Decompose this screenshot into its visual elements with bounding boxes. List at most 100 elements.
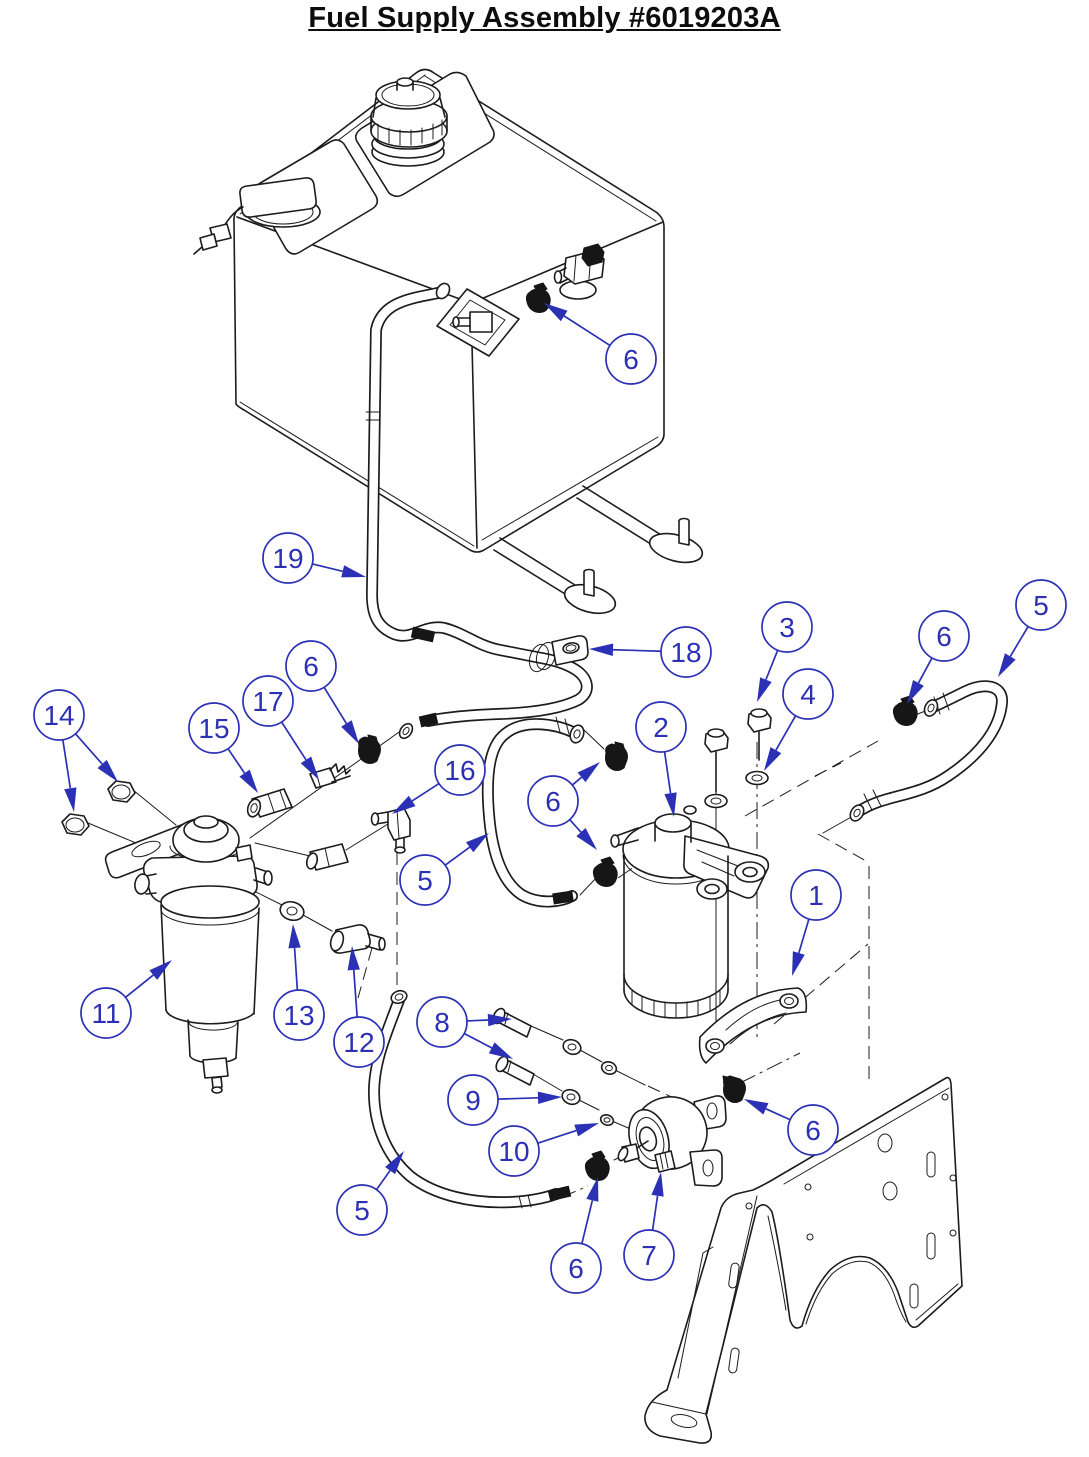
callout-number: 2 — [653, 712, 669, 743]
leader-arrowhead — [300, 756, 319, 780]
callout-number: 19 — [272, 543, 303, 574]
leader-line — [375, 1170, 391, 1191]
leader-line — [1009, 626, 1029, 657]
callout-12: 12 — [333, 946, 385, 1068]
leader-arrowhead — [757, 677, 772, 702]
leader-arrowhead — [465, 833, 489, 853]
title-bar: Fuel Supply Assembly #6019203A — [0, 2, 1089, 35]
callout-circle — [336, 1184, 388, 1236]
callout-number: 6 — [805, 1115, 821, 1146]
leader-line — [293, 947, 299, 991]
leader-line — [581, 1200, 594, 1244]
callout-circle — [447, 1074, 499, 1126]
callout-17: 17 — [242, 675, 319, 780]
callout-number: 7 — [641, 1240, 657, 1271]
callout-number: 5 — [1033, 590, 1049, 621]
leader-arrowhead — [544, 303, 568, 322]
fuel-pump-group — [492, 1007, 746, 1187]
callout-number: 6 — [936, 621, 952, 652]
leader-arrowhead — [577, 762, 600, 783]
callout-number: 11 — [91, 998, 120, 1029]
callout-3: 3 — [757, 601, 813, 702]
leader-line — [497, 1096, 539, 1101]
callout-circle — [782, 668, 834, 720]
callout-number: 13 — [283, 1000, 314, 1031]
washer-10 — [599, 1114, 615, 1126]
leader-line — [352, 969, 359, 1018]
callout-number: 14 — [43, 700, 74, 731]
leader-line — [411, 782, 440, 802]
callout-7: 7 — [623, 1172, 675, 1281]
elbow-16 — [370, 807, 411, 854]
callout-4: 4 — [764, 668, 834, 771]
leader-line — [651, 1195, 659, 1231]
leader-line — [312, 563, 343, 573]
leader-arrowhead — [341, 720, 359, 744]
callout-circle — [605, 333, 657, 385]
callout-circle — [623, 1229, 675, 1281]
leader-line — [765, 1108, 791, 1121]
leader-line — [798, 918, 810, 954]
callout-13: 13 — [273, 924, 325, 1041]
nut-14a — [61, 813, 90, 836]
right-hose — [849, 680, 1008, 822]
callout-9: 9 — [447, 1074, 562, 1126]
washer-4 — [745, 770, 769, 786]
leader-line — [775, 715, 797, 751]
callout-circle — [399, 854, 451, 906]
leader-arrowhead — [347, 946, 360, 971]
leader-arrowhead — [574, 1123, 599, 1137]
callout-circle — [273, 989, 325, 1041]
washer-13 — [279, 900, 305, 922]
filter-canister — [623, 855, 729, 1019]
leader-line — [444, 846, 471, 866]
callout-circle — [488, 1125, 540, 1177]
callout-circle — [285, 640, 337, 692]
primary-filter-group — [61, 763, 411, 1094]
callout-number: 6 — [568, 1253, 584, 1284]
callout-circle — [761, 601, 813, 653]
leader-arrowhead — [149, 960, 172, 980]
leader-arrowhead — [239, 769, 258, 793]
callout-6: 6 — [527, 762, 600, 850]
callout-circle — [33, 689, 85, 741]
leader-line — [323, 686, 348, 725]
leader-line — [227, 748, 246, 774]
mounting-bolt — [704, 728, 729, 809]
callout-10: 10 — [488, 1123, 599, 1177]
mounting-bracket — [644, 1076, 963, 1444]
strap-bracket — [698, 987, 808, 1064]
leader-arrowhead — [764, 747, 782, 771]
callout-number: 5 — [417, 865, 433, 896]
hex-adapter — [305, 843, 349, 871]
callout-circle — [635, 701, 687, 753]
leader-arrowhead — [651, 1172, 664, 1197]
fitting-15 — [246, 788, 293, 818]
callout-1: 1 — [790, 869, 842, 976]
tank-outlet-well — [436, 288, 520, 357]
callout-circle — [188, 702, 240, 754]
callout-circle — [550, 1242, 602, 1294]
callout-number: 15 — [198, 713, 229, 744]
callout-number: 1 — [808, 880, 824, 911]
leader-arrowhead — [487, 1013, 512, 1027]
leader-arrowhead — [998, 653, 1016, 677]
callout-circle — [1015, 579, 1067, 631]
callout-circle — [527, 775, 579, 827]
callout-number: 8 — [434, 1007, 450, 1038]
callout-2: 2 — [635, 701, 687, 817]
callout-circle — [787, 1104, 839, 1156]
mounting-bolt-3 — [745, 708, 772, 786]
leader-arrowhead — [792, 951, 805, 976]
leader-line — [280, 721, 307, 761]
fuel-filter-assembly — [610, 708, 772, 1019]
leader-arrowhead — [744, 1099, 769, 1115]
leader-arrowhead — [64, 787, 77, 812]
fuel-pump — [617, 1095, 727, 1187]
callout-number: 5 — [354, 1195, 370, 1226]
screw-8b — [495, 1055, 535, 1086]
filler-cap — [370, 77, 448, 167]
leader-arrowhead — [288, 924, 301, 949]
